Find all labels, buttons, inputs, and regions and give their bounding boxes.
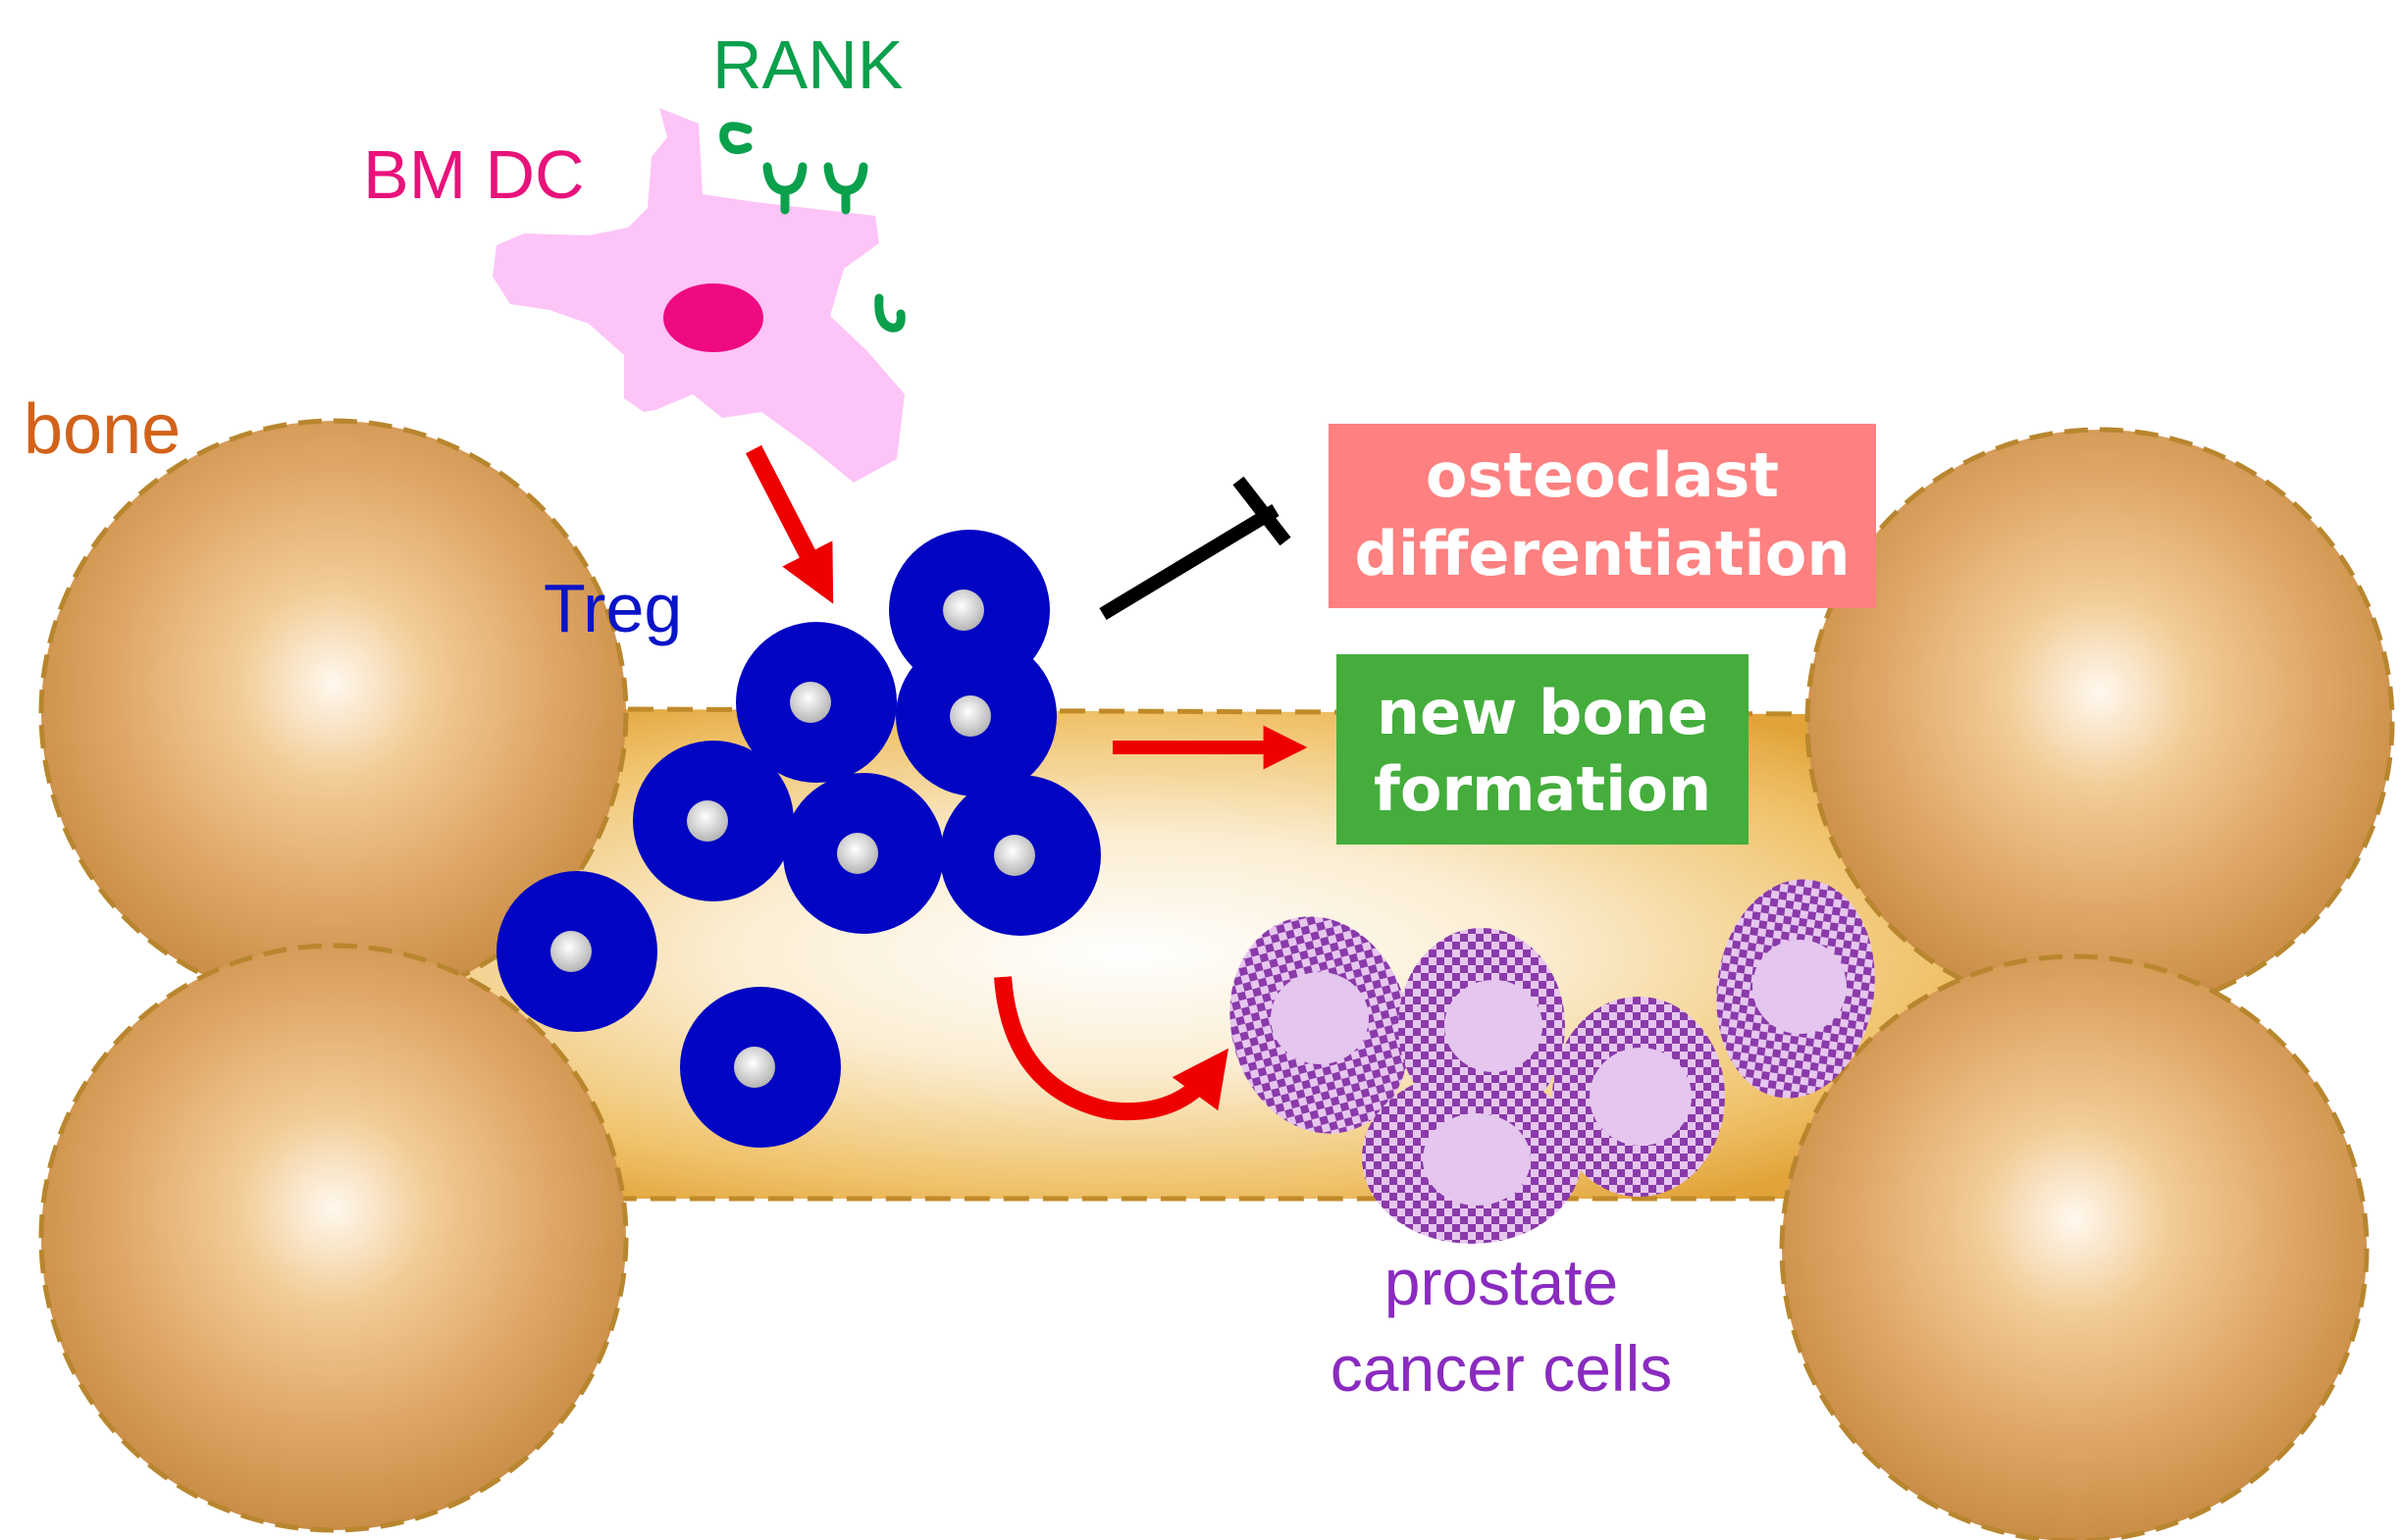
curved-arrow-to-cancer: [994, 976, 1228, 1121]
treg-cell: [633, 741, 794, 901]
bone-label: bone: [24, 390, 181, 469]
dc-nucleus: [663, 283, 763, 352]
bm-dc-label: BM DC: [363, 136, 585, 213]
rank-receptors: [719, 122, 906, 333]
osteoclast-box-line2: differentiation: [1354, 518, 1850, 590]
new-bone-box-line2: formation: [1374, 753, 1711, 825]
prostate-label-line2: cancer cells: [1331, 1332, 1672, 1405]
bone-head-top-left: [38, 418, 629, 1008]
new-bone-box-line1: new bone: [1377, 677, 1708, 748]
osteoclast-differentiation-box: osteoclast differentiation: [1329, 424, 1876, 608]
treg-cells: [496, 530, 1101, 1148]
treg-label: Treg: [544, 570, 682, 646]
treg-cell: [680, 987, 841, 1148]
treg-cell: [496, 871, 657, 1032]
cancer-cell: [1552, 997, 1725, 1197]
rank-label: RANK: [712, 26, 903, 103]
prostate-cancer-cells: [1229, 879, 1875, 1244]
treg-cell: [896, 636, 1057, 796]
dc-to-treg-arrow: [745, 444, 834, 604]
osteoclast-box-line1: osteoclast: [1426, 439, 1779, 511]
treg-cell: [940, 775, 1101, 936]
rank-receptor-3: [823, 162, 868, 215]
bm-dc-cell: [493, 108, 905, 483]
inhibition-arrow: [1099, 476, 1291, 620]
prostate-label-line1: prostate: [1384, 1246, 1618, 1318]
bone-head-top-right: [1804, 427, 2395, 1017]
cancer-cell: [1716, 879, 1875, 1099]
new-bone-formation-box: new bone formation: [1336, 654, 1749, 845]
treg-cell: [783, 773, 944, 934]
rank-receptor-4: [874, 293, 906, 333]
rank-receptor-1: [719, 122, 753, 155]
cancer-cell: [1362, 1071, 1582, 1244]
treg-cell: [736, 622, 897, 783]
bone-head-bottom-left: [38, 943, 629, 1533]
bone: [38, 418, 2395, 1540]
bone-head-bottom-right: [1779, 953, 2370, 1540]
rank-receptor-2: [762, 162, 808, 215]
cancer-cell: [1229, 916, 1410, 1134]
